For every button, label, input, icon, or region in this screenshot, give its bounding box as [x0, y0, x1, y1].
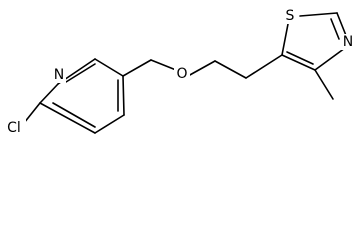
bond-ch2-o [150, 59, 177, 71]
double-bond-c5-c6 [52, 102, 96, 128]
chlorine-label: Cl [7, 120, 21, 136]
atom-labels: Cl N O S N [2, 8, 355, 137]
thiazole-nitrogen-label: N [343, 34, 353, 50]
bond-c4-methyl [314, 69, 334, 100]
bond-c3-c4 [122, 75, 125, 116]
double-bond-n1-c2 [65, 63, 96, 83]
bond-c4-c5 [281, 54, 316, 71]
thiazole-ring [281, 12, 348, 100]
bond-ch2-ch2 [214, 60, 247, 79]
bond-c3-ch2 [122, 59, 152, 77]
ether-oxygen-label: O [176, 66, 187, 82]
bond-c2-n3 [336, 12, 348, 39]
thiazole-sulfur-label: S [286, 8, 295, 24]
bond-c5-s1 [281, 23, 289, 56]
bond-c6-n1 [39, 83, 59, 104]
bond-o-ch2 [187, 60, 216, 77]
bond-ch2-thiazole [245, 54, 283, 79]
double-bond-c4-c5 [286, 51, 314, 65]
bond-n3-c4 [314, 47, 346, 71]
molecule-canvas: Cl N O S N [2, 8, 355, 137]
bond-c4-c5 [94, 114, 125, 134]
pyridine-nitrogen-label: N [54, 67, 64, 83]
bond-s1-c2 [299, 12, 338, 17]
bond-c5-c6 [39, 102, 96, 134]
bond-c2-c3 [94, 58, 124, 77]
double-bond-c2-n3 [330, 18, 340, 40]
side-chain [19, 54, 283, 129]
chemical-structure: Cl N O S N [2, 8, 355, 137]
